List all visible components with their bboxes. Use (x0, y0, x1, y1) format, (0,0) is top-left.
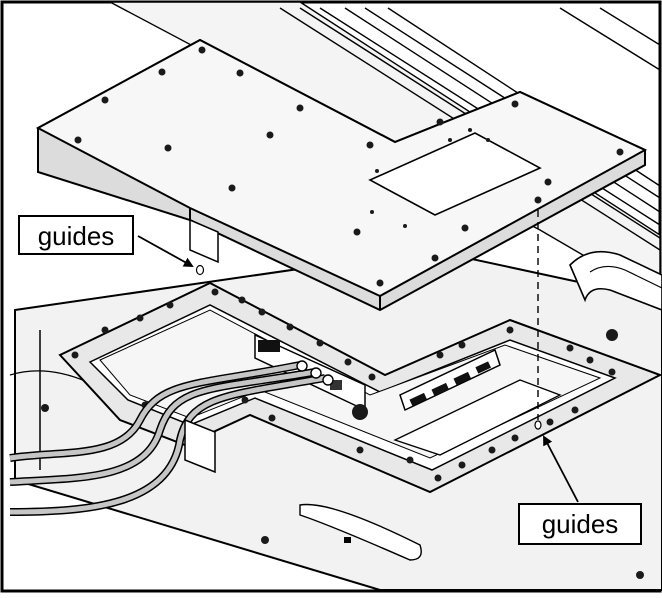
guides-callout-left: guides (18, 215, 134, 255)
plate-leg (184, 418, 216, 474)
mounting-frame (58, 281, 662, 494)
leader-arrow-right (543, 435, 579, 503)
guide-pin-left (195, 264, 205, 276)
cover-plate (35, 38, 648, 312)
guides-callout-right: guides (518, 503, 642, 545)
guide-pin-right (534, 420, 542, 430)
plate-window (368, 132, 542, 216)
cables (9, 360, 334, 516)
leader-arrow-left (137, 235, 194, 267)
